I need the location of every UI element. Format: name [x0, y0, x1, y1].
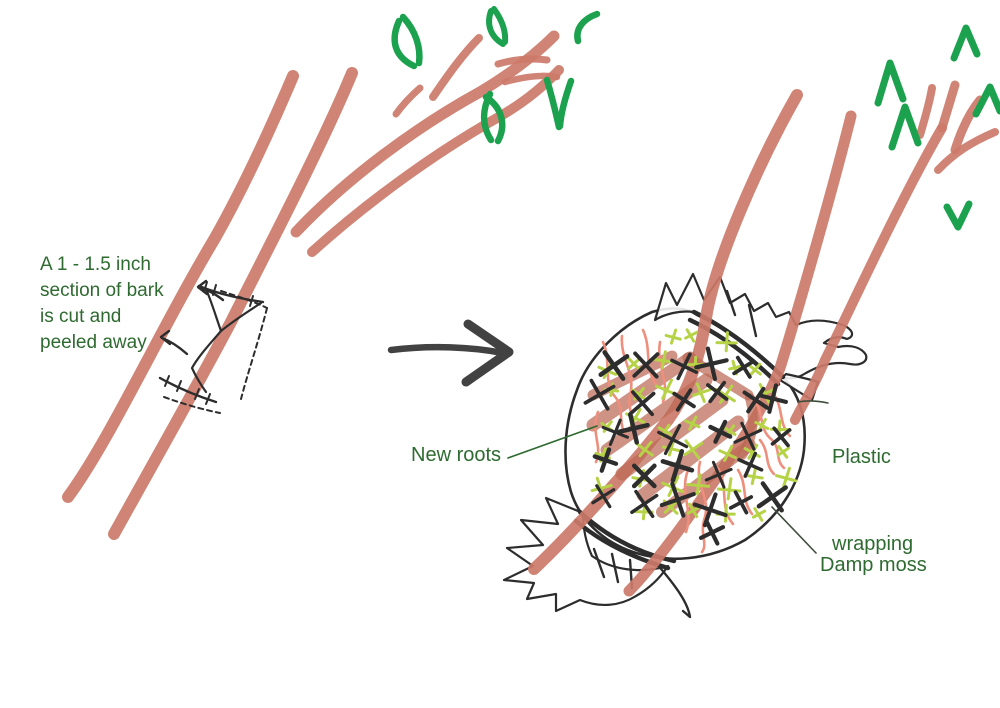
peel-direction-arrows — [159, 279, 225, 356]
right-branch-leaves — [874, 24, 1000, 231]
new-roots-label: New roots — [411, 444, 502, 466]
damp-moss-pointer — [771, 506, 817, 554]
right-arrow-icon — [387, 319, 514, 387]
plastic-wrapping-line-1: Plastic — [832, 446, 891, 468]
caption-line-1: A 1 - 1.5 inch — [40, 254, 151, 275]
left-branch-leaves — [391, 6, 601, 145]
plastic-gather-bottom — [502, 496, 692, 619]
plastic-wrapping-pointer — [797, 400, 829, 404]
moss-wrapped-branch-drawing — [502, 24, 1000, 619]
new-roots-pointer — [507, 425, 598, 459]
plastic-wrapping-label: Plastic wrapping — [832, 385, 913, 617]
branch-with-bark-cut-drawing — [62, 6, 601, 540]
caption-line-4: peeled away — [40, 332, 147, 353]
plastic-wrapping-line-2: wrapping — [832, 533, 914, 555]
caption-line-2: section of bark — [40, 280, 164, 301]
caption-line-3: is cut and — [40, 306, 122, 327]
damp-moss-label: Damp moss — [820, 554, 927, 576]
bark-cut-caption: A 1 - 1.5 inch section of bark is cut an… — [40, 252, 164, 356]
bark-cut-detail — [158, 281, 268, 414]
moss-x-marks — [583, 346, 792, 546]
